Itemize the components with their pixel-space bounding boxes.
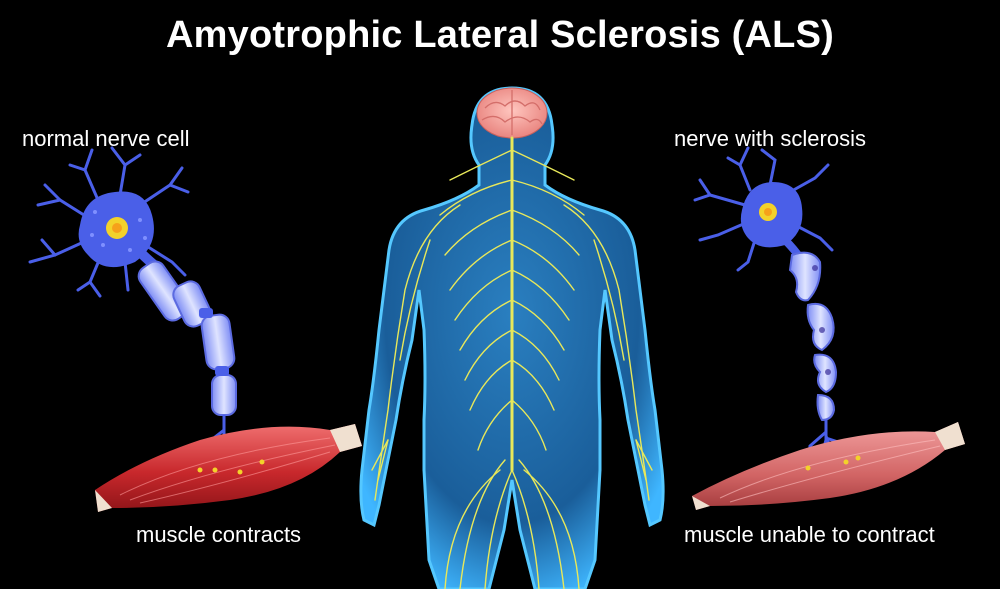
muscle-unable-label: muscle unable to contract: [684, 522, 935, 547]
normal-nerve-cell-label: normal nerve cell: [22, 126, 190, 151]
weak-muscle: [692, 422, 965, 510]
contracted-muscle: [95, 424, 362, 512]
diagram-title: Amyotrophic Lateral Sclerosis (ALS): [166, 14, 834, 56]
nerve-with-sclerosis-label: nerve with sclerosis: [674, 126, 866, 151]
human-body: [359, 86, 665, 589]
sclerosis-neuron: [693, 146, 860, 471]
normal-neuron: [28, 146, 264, 473]
muscle-contracts-label: muscle contracts: [136, 522, 302, 547]
